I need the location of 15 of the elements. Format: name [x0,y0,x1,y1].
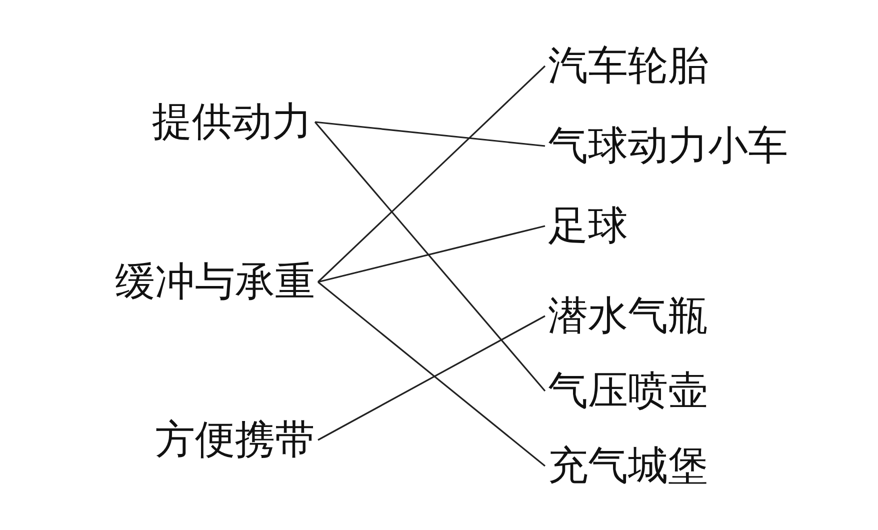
item-label: 足球 [548,202,628,250]
item-label: 方便携带 [155,416,315,464]
connecting-line [314,121,546,147]
connecting-line [318,281,546,467]
item-label: 潜水气瓶 [548,292,708,340]
connecting-line [318,225,546,283]
item-label: 汽车轮胎 [548,42,708,90]
item-label: 提供动力 [152,98,312,146]
item-label: 气球动力小车 [548,122,788,170]
connecting-line [318,315,546,441]
item-label: 气压喷壶 [548,367,708,415]
item-label: 充气城堡 [548,442,708,490]
connecting-line [317,65,546,283]
connecting-line [314,121,546,392]
item-label: 缓冲与承重 [115,258,315,306]
